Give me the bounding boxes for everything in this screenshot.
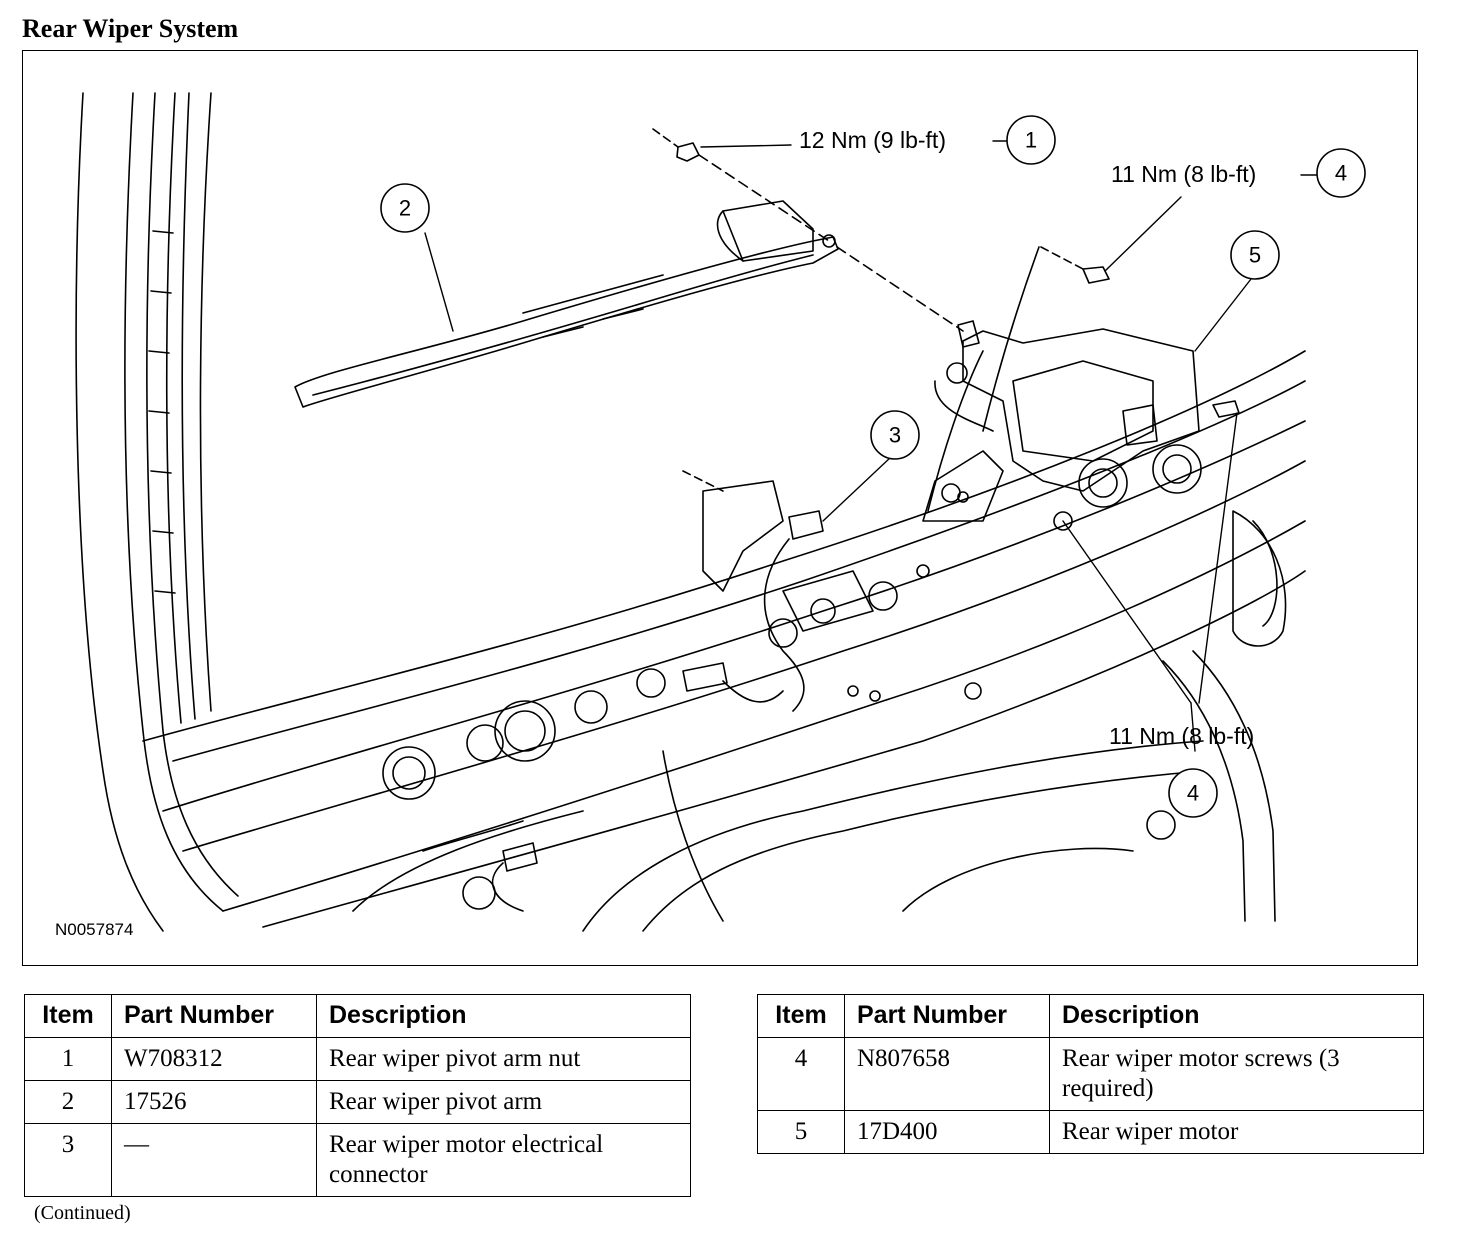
col-header-part-number: Part Number (844, 994, 1050, 1038)
figure-id: N0057874 (55, 920, 133, 939)
cell-part-number: — (111, 1123, 317, 1197)
cell-item: 2 (24, 1080, 112, 1124)
liftgate-frame (75, 92, 1306, 932)
callout-5-number: 5 (1249, 243, 1261, 268)
callout-1-torque: 12 Nm (9 lb-ft) (799, 127, 946, 153)
electrical-connector-drawing (491, 470, 874, 912)
col-header-description: Description (316, 994, 691, 1038)
col-header-part-number: Part Number (111, 994, 317, 1038)
callout-1-number: 1 (1025, 128, 1037, 153)
wiper-motor-drawing (922, 246, 1240, 531)
callout-4b-number: 4 (1187, 781, 1199, 806)
parts-table-right: Item Part Number Description 4 N807658 R… (757, 994, 1424, 1154)
cell-part-number: W708312 (111, 1037, 317, 1081)
cell-item: 4 (757, 1037, 845, 1111)
cell-item: 3 (24, 1123, 112, 1197)
cell-description: Rear wiper motor screws (3 required) (1049, 1037, 1424, 1111)
cell-item: 5 (757, 1110, 845, 1154)
table-row: 3 — Rear wiper motor electrical connecto… (24, 1123, 691, 1197)
callout-4-torque: 11 Nm (8 lb-ft) (1111, 161, 1256, 187)
table-row: 4 N807658 Rear wiper motor screws (3 req… (757, 1037, 1424, 1111)
cell-item: 1 (24, 1037, 112, 1081)
cell-part-number: 17D400 (844, 1110, 1050, 1154)
cell-part-number: 17526 (111, 1080, 317, 1124)
callout-2: 2 (380, 183, 430, 233)
pivot-nut-drawing (652, 128, 964, 332)
table-row: 5 17D400 Rear wiper motor (757, 1110, 1424, 1154)
col-header-item: Item (757, 994, 845, 1038)
cell-description: Rear wiper pivot arm nut (316, 1037, 691, 1081)
panel-holes (382, 444, 1202, 910)
table-row: 2 17526 Rear wiper pivot arm (24, 1080, 691, 1124)
callout-4-top: 4 11 Nm (8 lb-ft) (1111, 148, 1366, 198)
cell-description: Rear wiper motor (1049, 1110, 1424, 1154)
wiper-arm-drawing (294, 200, 839, 408)
cell-description: Rear wiper pivot arm (316, 1080, 691, 1124)
table-row: 1 W708312 Rear wiper pivot arm nut (24, 1037, 691, 1081)
exploded-diagram: 1 12 Nm (9 lb-ft) 2 3 4 11 Nm (8 lb-ft) … (22, 50, 1418, 966)
callout-5: 5 (1230, 230, 1280, 280)
cell-part-number: N807658 (844, 1037, 1050, 1111)
callout-3: 3 (870, 410, 920, 460)
leader-lines (424, 140, 1318, 752)
callout-4b-torque: 11 Nm (8 lb-ft) (1109, 723, 1254, 749)
callout-2-number: 2 (399, 196, 411, 221)
diagram-drawing: 1 12 Nm (9 lb-ft) 2 3 4 11 Nm (8 lb-ft) … (55, 92, 1366, 939)
continued-note: (Continued) (34, 1202, 131, 1224)
callout-4-bottom: 4 11 Nm (8 lb-ft) (1109, 723, 1254, 818)
parts-table-left: Item Part Number Description 1 W708312 R… (24, 994, 691, 1197)
callout-3-number: 3 (889, 423, 901, 448)
col-header-description: Description (1049, 994, 1424, 1038)
lower-panel-structure (352, 510, 1287, 932)
col-header-item: Item (24, 994, 112, 1038)
callout-1: 1 12 Nm (9 lb-ft) (799, 115, 1056, 165)
page-title: Rear Wiper System (22, 14, 239, 43)
cell-description: Rear wiper motor electrical connector (316, 1123, 691, 1197)
callout-4-number: 4 (1335, 161, 1347, 186)
